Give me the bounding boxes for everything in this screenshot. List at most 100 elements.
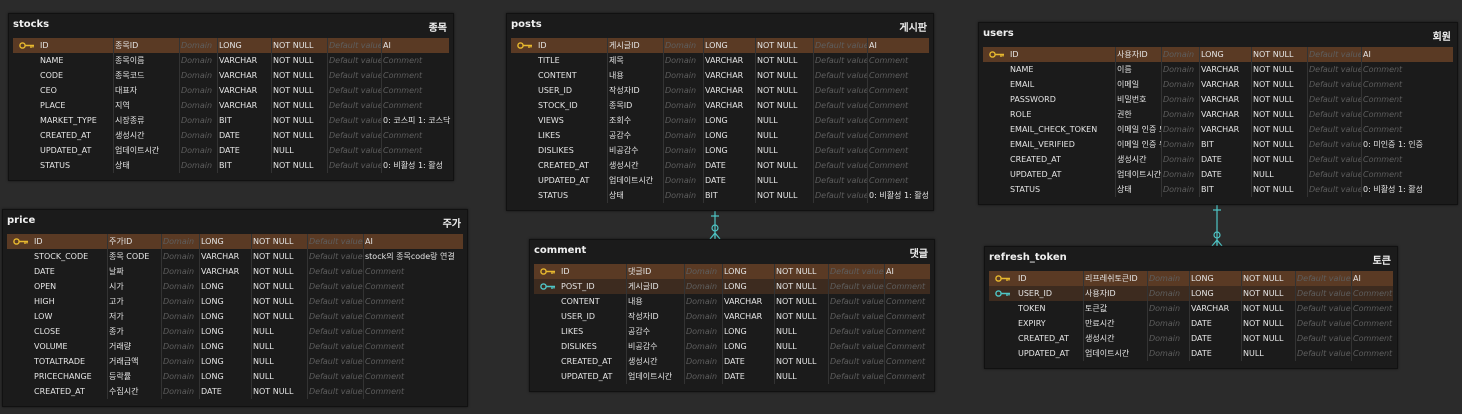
column-name[interactable]: USER_ID <box>1018 289 1053 298</box>
column-name[interactable]: STATUS <box>40 161 71 170</box>
column-name[interactable]: LOW <box>34 312 53 321</box>
column-name[interactable]: DISLIKES <box>561 342 597 351</box>
column-name[interactable]: NAME <box>40 56 64 65</box>
column-name[interactable]: VOLUME <box>34 342 68 351</box>
column-name[interactable]: VIEWS <box>538 116 564 125</box>
column-name[interactable]: UPDATED_AT <box>1018 349 1070 358</box>
column-name[interactable]: TOKEN <box>1018 304 1046 313</box>
column-name[interactable]: ROLE <box>1010 110 1032 119</box>
column-name[interactable]: LIKES <box>538 131 561 140</box>
column-name[interactable]: EMAIL_CHECK_TOKEN <box>1010 125 1098 134</box>
column-name[interactable]: USER_ID <box>538 86 573 95</box>
column-name[interactable]: HIGH <box>34 297 55 306</box>
column-name[interactable]: DISLIKES <box>538 146 574 155</box>
column-name[interactable]: CONTENT <box>538 71 577 80</box>
column-name[interactable]: CREATED_AT <box>34 387 85 396</box>
column-name[interactable]: TITLE <box>538 56 560 65</box>
entity-name[interactable]: refresh_token <box>989 252 1067 263</box>
column-name[interactable]: ID <box>40 41 49 50</box>
column-name[interactable]: UPDATED_AT <box>538 176 590 185</box>
column-name[interactable]: STOCK_ID <box>538 101 578 110</box>
column-name[interactable]: EXPIRY <box>1018 319 1046 328</box>
column-name[interactable]: DATE <box>34 267 55 276</box>
entity-name[interactable]: users <box>983 28 1014 39</box>
column-name[interactable]: NAME <box>1010 65 1034 74</box>
column-name[interactable]: ID <box>34 237 43 246</box>
column-name[interactable]: CREATED_AT <box>40 131 91 140</box>
column-name[interactable]: CREATED_AT <box>1010 155 1061 164</box>
column-name[interactable]: UPDATED_AT <box>561 372 613 381</box>
column-name[interactable]: USER_ID <box>561 312 596 321</box>
column-name[interactable]: ID <box>561 267 570 276</box>
column-name[interactable]: ID <box>538 41 547 50</box>
column-name[interactable]: PLACE <box>40 101 66 110</box>
column-name[interactable]: CONTENT <box>561 297 600 306</box>
column-name[interactable]: LIKES <box>561 327 584 336</box>
column-name[interactable]: ID <box>1018 274 1027 283</box>
column-name[interactable]: UPDATED_AT <box>40 146 92 155</box>
column-name[interactable]: ID <box>1010 50 1019 59</box>
column-name[interactable]: STATUS <box>1010 185 1041 194</box>
column-name[interactable]: POST_ID <box>561 282 595 291</box>
column-name[interactable]: CLOSE <box>34 327 61 336</box>
entity-name[interactable]: posts <box>511 19 542 30</box>
column-name[interactable]: UPDATED_AT <box>1010 170 1062 179</box>
column-name[interactable]: CEO <box>40 86 57 95</box>
entity-name[interactable]: price <box>7 215 36 226</box>
column-name[interactable]: CREATED_AT <box>1018 334 1069 343</box>
